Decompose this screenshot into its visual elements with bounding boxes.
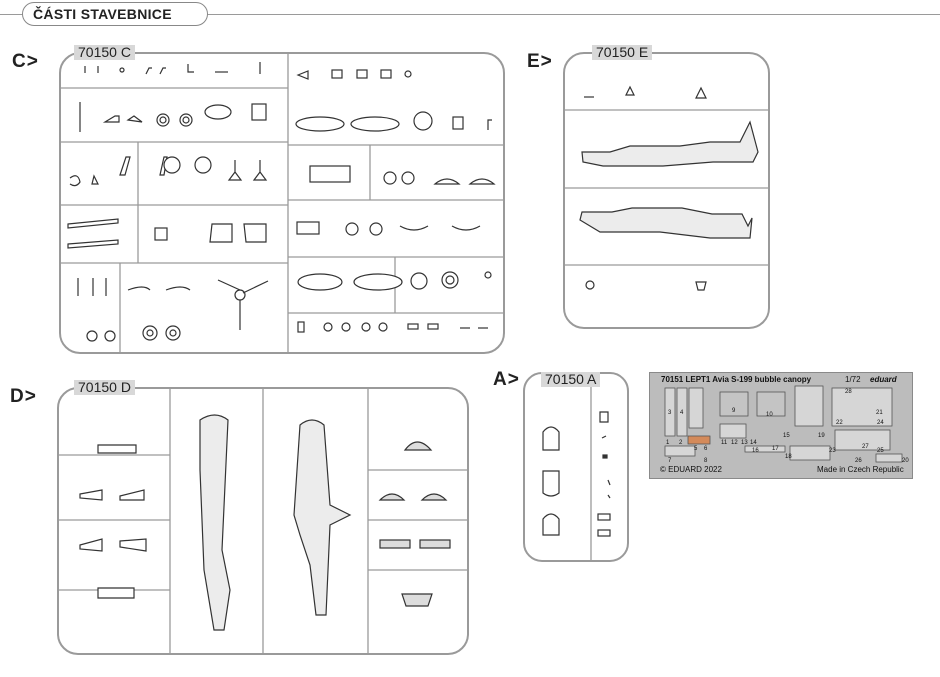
photoetch-copyright: © EDUARD 2022 (660, 465, 722, 474)
photoetch-brand: eduard (870, 375, 897, 384)
svg-text:14: 14 (750, 440, 757, 446)
svg-text:10: 10 (766, 412, 773, 418)
svg-text:11: 11 (721, 440, 728, 446)
sprue-e-frame (563, 52, 770, 329)
svg-text:17: 17 (772, 446, 779, 452)
svg-text:13: 13 (741, 440, 748, 446)
page-title: ČÁSTI STAVEBNICE (22, 2, 208, 26)
svg-text:24: 24 (877, 420, 884, 426)
svg-text:18: 18 (785, 454, 792, 460)
svg-text:21: 21 (876, 410, 883, 416)
svg-text:5: 5 (694, 446, 698, 452)
svg-text:7: 7 (668, 458, 672, 464)
sprue-a-code: 70150 A (541, 372, 601, 387)
svg-text:12: 12 (731, 440, 738, 446)
photoetch-origin: Made in Czech Republic (817, 465, 904, 474)
sprue-e-label: E> (527, 51, 553, 72)
svg-text:6: 6 (704, 446, 708, 452)
svg-text:25: 25 (877, 448, 884, 454)
sprue-a-parts (542, 411, 611, 537)
svg-text:27: 27 (862, 444, 869, 450)
svg-text:2: 2 (679, 440, 683, 446)
sprue-d-label: D> (10, 386, 37, 407)
sprue-d-parts (79, 414, 451, 631)
sprue-d-gates (58, 388, 468, 654)
sprue-e-gates (564, 109, 769, 266)
photoetch-header: 70151 LEPT1 Avia S-199 bubble canopy (661, 375, 812, 384)
sprue-e-parts (579, 85, 759, 291)
svg-text:8: 8 (704, 458, 708, 464)
svg-text:22: 22 (836, 420, 843, 426)
sprue-a-label: A> (493, 369, 520, 390)
svg-text:9: 9 (732, 408, 736, 414)
header-rule (0, 14, 940, 15)
svg-text:4: 4 (680, 410, 684, 416)
sprue-c-label: C> (12, 51, 39, 72)
svg-text:1: 1 (666, 440, 670, 446)
sprue-c-gates (60, 53, 504, 353)
svg-text:23: 23 (829, 448, 836, 454)
svg-text:16: 16 (752, 448, 759, 454)
svg-text:28: 28 (845, 389, 852, 395)
svg-text:26: 26 (855, 458, 862, 464)
sprue-c-frame (59, 52, 505, 354)
photoetch-scale: 1/72 (845, 375, 861, 384)
svg-text:20: 20 (902, 458, 909, 464)
svg-text:19: 19 (818, 433, 825, 439)
sprue-e-code: 70150 E (592, 45, 653, 60)
sprue-c-code: 70150 C (74, 45, 135, 60)
sprue-d-code: 70150 D (74, 380, 135, 395)
svg-text:15: 15 (783, 433, 790, 439)
sprue-c-parts (67, 62, 496, 342)
svg-text:3: 3 (668, 410, 672, 416)
